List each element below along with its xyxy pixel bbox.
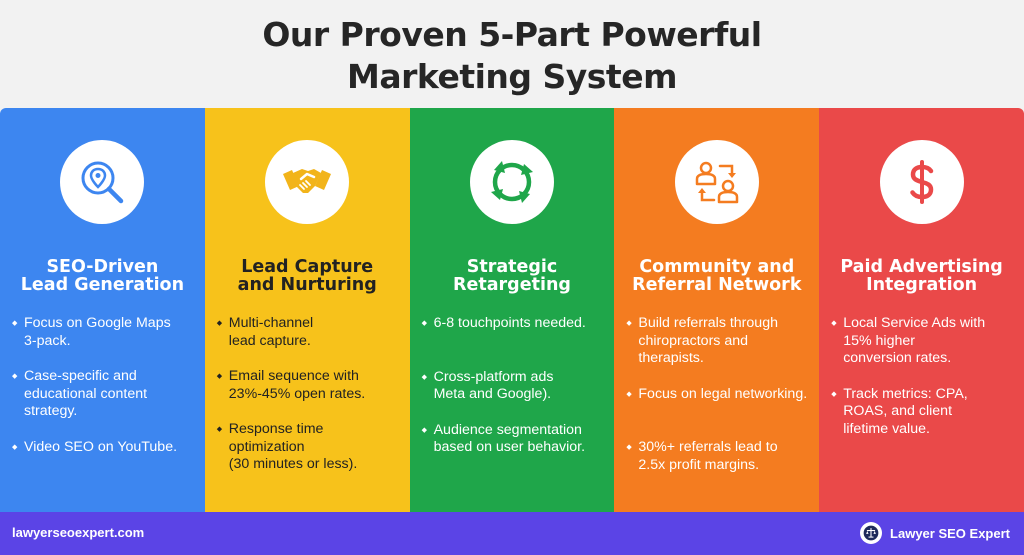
bullet-item: 30%+ referrals lead to 2.5x profit margi… [626, 439, 811, 474]
referral-people-icon [674, 140, 759, 224]
bullet-item: Focus on Google Maps 3-pack. [12, 315, 197, 350]
heading-line: Lead Capture [241, 257, 374, 277]
heading-line: Strategic [466, 257, 558, 277]
column-seo-lead-generation: SEO-Driven Lead Generation Focus on Goog… [0, 108, 205, 512]
handshake-icon [265, 140, 350, 224]
heading-line: Retargeting [453, 275, 571, 295]
bullet-line: 15% higher [843, 332, 915, 349]
bullet-item: Case-specific and educational content st… [12, 368, 197, 421]
bullet-line: Cross-platform ads [433, 368, 554, 385]
column-heading: Paid Advertising Integration [819, 258, 1024, 294]
column-heading: Lead Capture and Nurturing [205, 258, 410, 294]
dollar-sign-icon [879, 140, 964, 224]
column-heading: Strategic Retargeting [410, 258, 615, 294]
heading-line: Paid Advertising [840, 257, 1003, 277]
bullet-item: 6-8 touchpoints needed. [422, 315, 607, 333]
title-line-2: Marketing System [347, 57, 677, 96]
column-paid-advertising: Paid Advertising Integration Local Servi… [819, 108, 1024, 512]
bullet-line: Response time [228, 421, 324, 437]
bullet-item: Cross-platform ads Meta and Google). [422, 369, 607, 404]
bullet-line: ROAS, and client [843, 403, 953, 419]
bullet-line: Case-specific and [24, 368, 137, 384]
heading-line: SEO-Driven [46, 257, 159, 277]
heading-line: Lead Generation [20, 275, 185, 295]
bullet-line: chiropractors and [638, 332, 749, 349]
bullet-item: Multi-channel lead capture. [217, 315, 402, 350]
footer-brand: Lawyer SEO Expert [860, 522, 1010, 544]
title-line-1: Our Proven 5-Part Powerful [262, 15, 762, 54]
refresh-arrows-icon [469, 140, 554, 224]
columns-container: SEO-Driven Lead Generation Focus on Goog… [0, 108, 1024, 512]
bullet-line: educational content [24, 385, 148, 402]
column-lead-capture: Lead Capture and Nurturing Multi-channel… [204, 108, 410, 512]
bullet-line: Email sequence with [228, 368, 359, 384]
bullet-line: 2.5x profit margins. [638, 456, 760, 473]
footer-bar: lawyerseoexpert.com Lawyer SEO Expert [0, 512, 1024, 555]
footer-brand-name: Lawyer SEO Expert [890, 525, 1010, 541]
bullet-item: Video SEO on YouTube. [12, 439, 197, 457]
column-community-referral: Community and Referral Network Build ref… [614, 108, 820, 512]
bullet-item: Local Service Ads with 15% higher conver… [831, 315, 1016, 368]
bullet-item: Email sequence with 23%-45% open rates. [217, 368, 402, 403]
bullet-line: Build referrals through [638, 315, 778, 331]
bullet-line: therapists. [638, 350, 704, 366]
bullet-line: (30 minutes or less). [228, 456, 358, 472]
bullet-list: Build referrals through chiropractors an… [626, 315, 811, 492]
bullet-line: Focus on Google Maps [24, 315, 171, 331]
bullet-list: 6-8 touchpoints needed. Cross-platform a… [422, 315, 607, 475]
brand-logo-icon [860, 522, 883, 544]
bullet-line: 30%+ referrals lead to [638, 439, 778, 455]
bullet-item: Build referrals through chiropractors an… [626, 315, 811, 368]
column-heading: SEO-Driven Lead Generation [0, 258, 205, 294]
bullet-line: based on user behavior. [433, 439, 586, 455]
bullet-list: Focus on Google Maps 3-pack. Case-specif… [12, 315, 197, 474]
page-title: Our Proven 5-Part Powerful Marketing Sys… [0, 14, 1024, 98]
heading-line: and Nurturing [237, 275, 377, 295]
footer-website-link[interactable]: lawyerseoexpert.com [12, 525, 145, 540]
bullet-item: Focus on legal networking. [626, 386, 811, 404]
column-heading: Community and Referral Network [614, 258, 819, 294]
map-pin-search-icon [60, 140, 145, 224]
heading-line: Community and [639, 257, 795, 277]
bullet-item: Audience segmentation based on user beha… [422, 422, 607, 457]
bullet-line: Meta and Google). [433, 386, 552, 402]
bullet-line: strategy. [24, 403, 78, 419]
bullet-line: Video SEO on YouTube. [24, 438, 178, 455]
column-strategic-retargeting: Strategic Retargeting 6-8 touchpoints ne… [409, 108, 615, 512]
heading-line: Referral Network [632, 275, 802, 295]
bullet-line: conversion rates. [843, 350, 952, 366]
bullet-line: Multi-channel [228, 315, 314, 331]
bullet-line: Local Service Ads with [843, 315, 986, 331]
bullet-line: 3-pack. [24, 332, 71, 349]
bullet-line: 6-8 touchpoints needed. [433, 315, 586, 331]
bullet-line: 23%-45% open rates. [228, 385, 366, 402]
bullet-line: Audience segmentation [433, 421, 582, 438]
heading-line: Integration [866, 275, 978, 295]
bullet-list: Multi-channel lead capture. Email sequen… [217, 315, 402, 492]
bullet-line: optimization [228, 438, 305, 455]
bullet-list: Local Service Ads with 15% higher conver… [831, 315, 1016, 456]
bullet-line: lead capture. [228, 332, 311, 349]
bullet-line: Focus on legal networking. [638, 385, 808, 402]
bullet-line: Track metrics: CPA, [843, 385, 968, 402]
bullet-item: Response time optimization (30 minutes o… [217, 421, 402, 474]
bullet-line: lifetime value. [843, 420, 930, 437]
bullet-item: Track metrics: CPA, ROAS, and client lif… [831, 386, 1016, 439]
